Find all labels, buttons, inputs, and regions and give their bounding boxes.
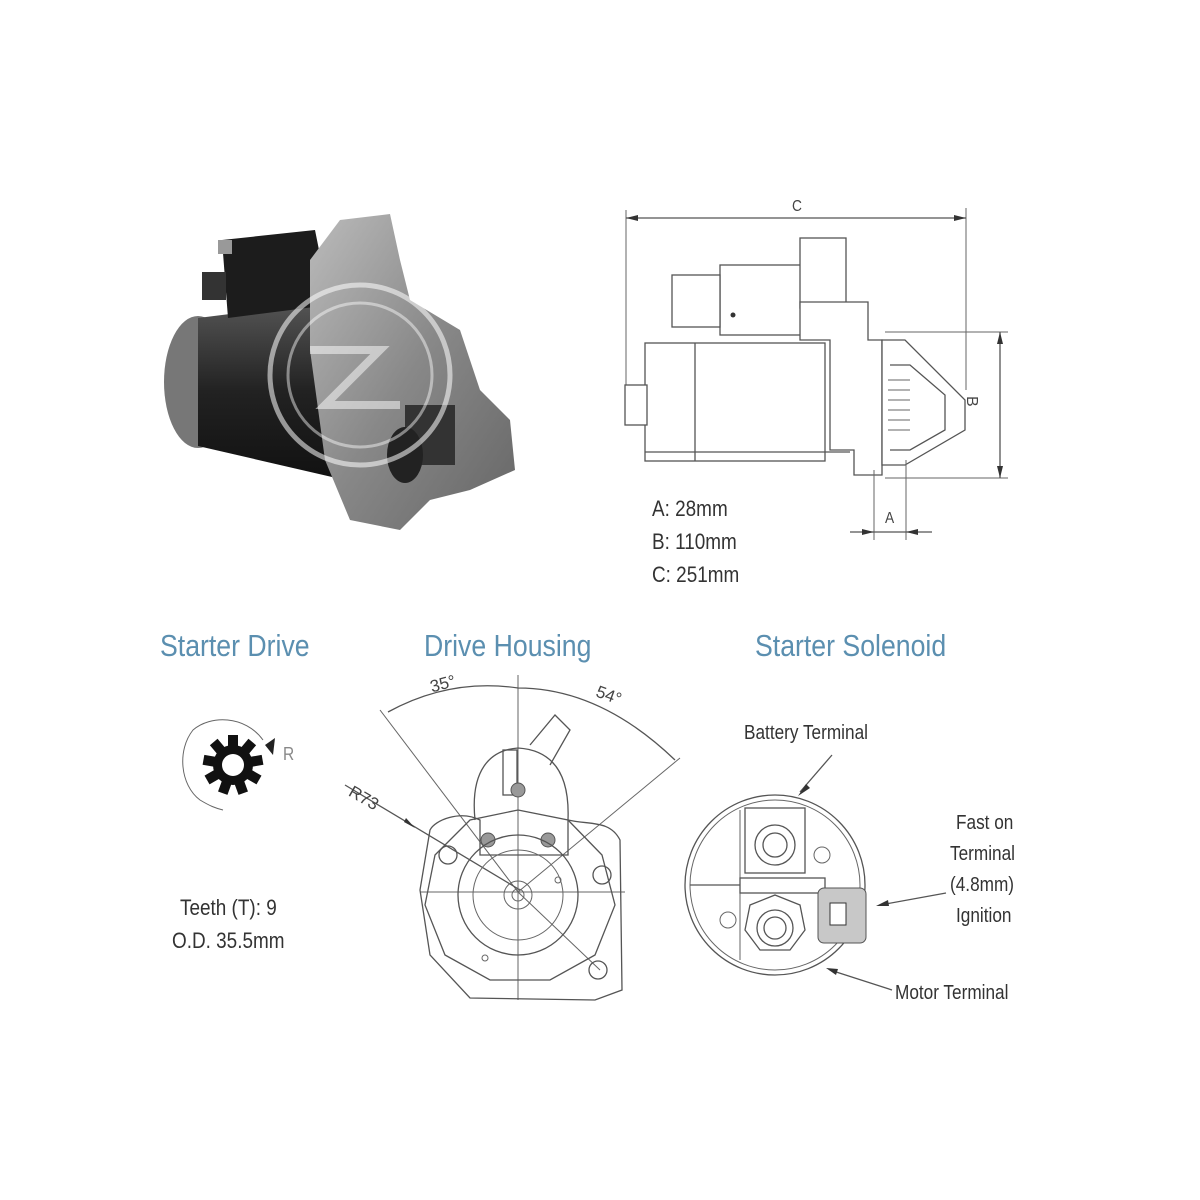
dimension-label-b: B [963, 396, 980, 407]
spec-c: C: 251mm [652, 562, 740, 587]
motor-terminal-label: Motor Terminal [895, 982, 1009, 1004]
battery-terminal-label: Battery Terminal [744, 722, 868, 744]
dimension-label-a: A [885, 510, 895, 527]
fast-on-line-3: (4.8mm) [950, 874, 1015, 896]
starter-solenoid-diagram [680, 760, 880, 990]
pinion-gear-icon [182, 719, 275, 811]
drive-housing-diagram: 35° 54° R73 [340, 670, 690, 1010]
spec-b: B: 110mm [652, 529, 737, 554]
fast-on-line-4: Ignition [956, 905, 1012, 927]
spec-a: A: 28mm [652, 496, 728, 521]
starter-drive-heading: Starter Drive [160, 628, 310, 663]
fast-on-line-1: Fast on [956, 812, 1014, 834]
dimension-label-c: C [792, 198, 802, 215]
starter-motor-photo [150, 200, 530, 540]
starter-solenoid-heading: Starter Solenoid [755, 628, 947, 663]
dimension-drawing: C B A [620, 190, 1020, 550]
outer-diameter: O.D. 35.5mm [172, 928, 285, 953]
teeth-count: Teeth (T): 9 [180, 895, 277, 920]
rotation-label: R [283, 744, 295, 764]
starter-motor-illustration [164, 214, 515, 530]
starter-drive-diagram: R [175, 710, 315, 830]
drive-housing-heading: Drive Housing [424, 628, 592, 663]
fast-on-line-2: Terminal [950, 843, 1015, 865]
